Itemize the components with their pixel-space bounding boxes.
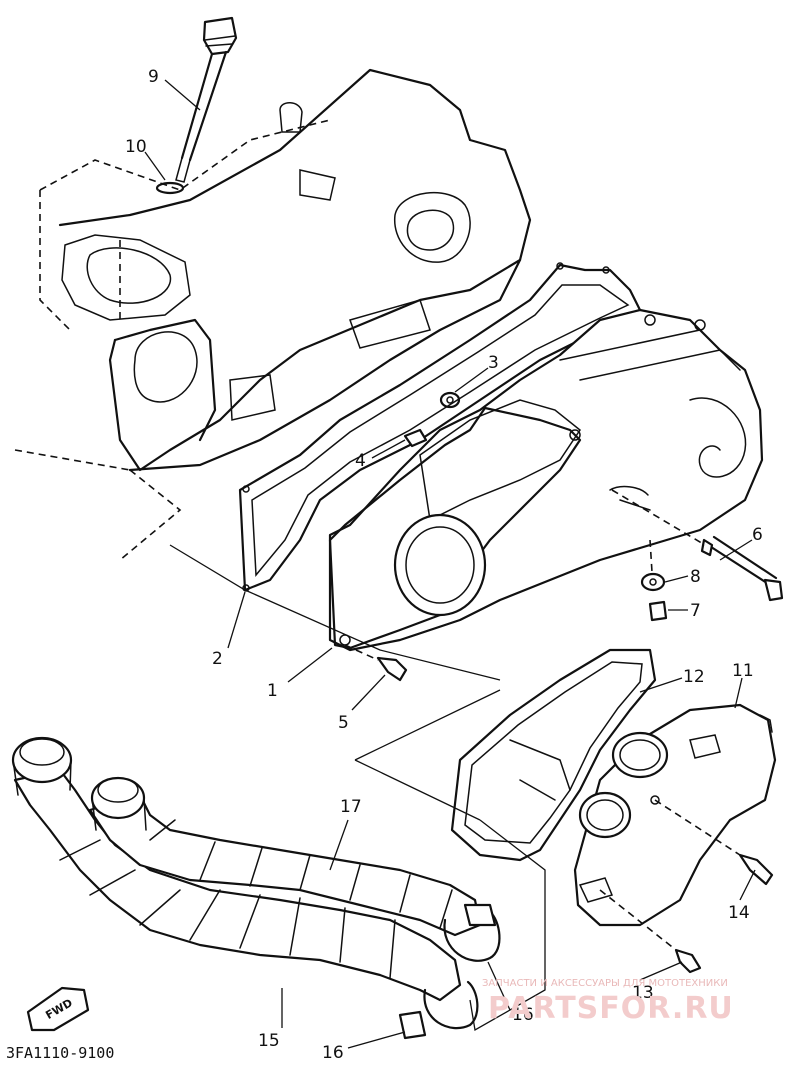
diagram-code: 3FA1110-9100 <box>6 1044 114 1062</box>
fwd-arrow-icon: FWD <box>26 986 90 1032</box>
callout-12: 12 <box>683 667 705 687</box>
screw-13 <box>674 948 702 974</box>
callout-7: 7 <box>690 601 701 621</box>
callout-15: 15 <box>258 1031 280 1051</box>
screw-14 <box>738 853 774 886</box>
callout-17: 17 <box>340 797 362 817</box>
dowel-pin <box>403 428 428 448</box>
watermark-tagline: ЗАПЧАСТИ И АКСЕССУАРЫ ДЛЯ МОТОТЕХНИКИ <box>482 978 728 989</box>
callout-13: 13 <box>632 983 654 1003</box>
callout-6: 6 <box>752 525 763 545</box>
crankcase <box>14 68 532 561</box>
hose-clamp-lower <box>398 980 479 1040</box>
callout-11: 11 <box>732 661 754 681</box>
callout-5: 5 <box>338 713 349 733</box>
callout-16-upper: 16 <box>512 1005 534 1025</box>
air-duct-cover <box>573 703 777 927</box>
callout-3: 3 <box>488 353 499 373</box>
crankcase-cover <box>328 308 764 652</box>
watermark-brand: PARTSFOR.RU <box>488 991 734 1026</box>
callout-10: 10 <box>125 137 147 157</box>
callout-14: 14 <box>728 903 750 923</box>
watermark: ЗАПЧАСТИ И АКСЕССУАРЫ ДЛЯ МОТОТЕХНИКИ PA… <box>482 978 734 1026</box>
callout-8: 8 <box>690 567 701 587</box>
washer-small <box>640 572 666 592</box>
callout-2: 2 <box>212 649 223 669</box>
callout-labels: 9 10 3 4 6 8 7 2 1 5 12 11 17 14 13 16 1… <box>125 67 763 1063</box>
callout-9: 9 <box>148 67 159 87</box>
bolt-short <box>648 600 668 622</box>
callout-16-lower: 16 <box>322 1043 344 1063</box>
leader-lines <box>144 79 756 1049</box>
bolt-long <box>611 489 784 602</box>
washer <box>439 391 461 409</box>
bolt-cover <box>376 656 408 682</box>
o-ring <box>155 181 185 195</box>
callout-4: 4 <box>355 451 366 471</box>
callout-1: 1 <box>267 681 278 701</box>
hose-clamp-upper <box>443 903 501 962</box>
oil-dipstick <box>175 16 238 183</box>
crankcase-gasket <box>238 262 652 592</box>
air-duct-hose <box>11 736 482 1002</box>
